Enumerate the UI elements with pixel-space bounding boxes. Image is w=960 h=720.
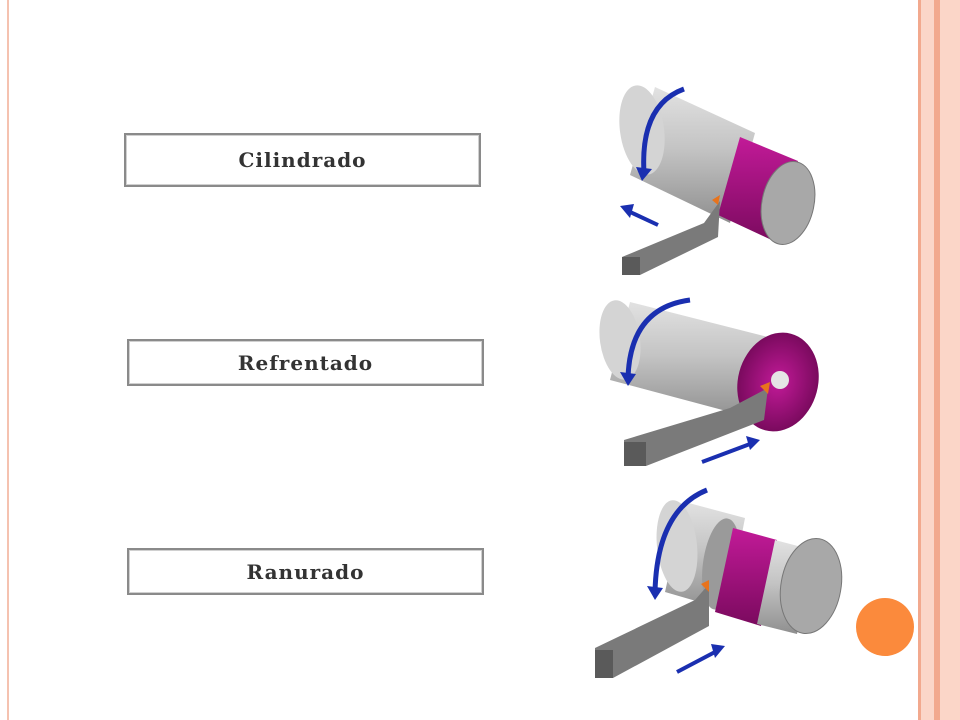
- refrentado-illustration: [599, 297, 819, 466]
- label-refrentado: Refrentado: [127, 339, 484, 386]
- right-border-stripe: [934, 0, 940, 720]
- ranurado-illustration: [595, 487, 843, 678]
- left-border-line: [7, 0, 9, 720]
- cilindrado-illustration: [619, 85, 816, 275]
- right-border-stripe: [918, 0, 921, 720]
- decorative-orange-circle: [856, 598, 914, 656]
- label-ranurado: Ranurado: [127, 548, 484, 595]
- label-cilindrado: Cilindrado: [124, 133, 481, 187]
